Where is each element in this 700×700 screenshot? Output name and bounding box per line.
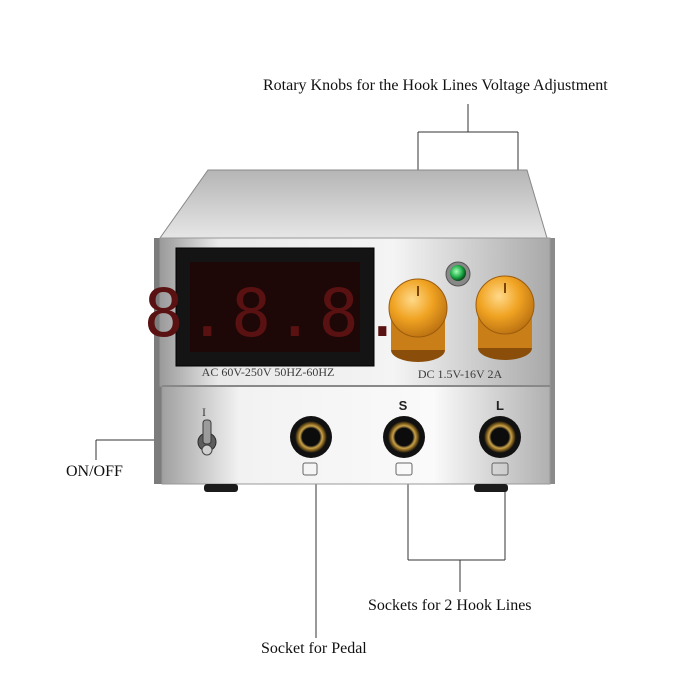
- hook-icon-l: [491, 462, 509, 476]
- callout-socket-pedal: Socket for Pedal: [261, 640, 367, 657]
- pedal-icon: [302, 462, 318, 476]
- callout-on-off: ON/OFF: [66, 463, 123, 480]
- on-off-switch[interactable]: [197, 419, 217, 456]
- jack-label-s: S: [399, 398, 408, 413]
- hook-socket-l[interactable]: [479, 416, 521, 458]
- jack-label-l: L: [496, 398, 504, 413]
- callout-sockets-hook: Sockets for 2 Hook Lines: [368, 597, 532, 614]
- power-supply-unit: 8.8.8. AC 60V-250V 50HZ-60HZ DC 1.5V-16V…: [144, 169, 555, 492]
- foot-right: [474, 484, 508, 492]
- voltage-knob-right[interactable]: [475, 275, 535, 360]
- top-panel: [159, 169, 548, 239]
- display-window: [190, 262, 360, 352]
- callout-knobs: Rotary Knobs for the Hook Lines Voltage …: [263, 77, 608, 94]
- hook-icon-s: [395, 462, 413, 476]
- switch-label: I: [202, 405, 206, 419]
- foot-left: [204, 484, 238, 492]
- led-indicator: [450, 265, 466, 281]
- ac-rating-label: AC 60V-250V 50HZ-60HZ: [202, 365, 335, 379]
- hook-socket-s[interactable]: [383, 416, 425, 458]
- display-digits: 8.8.8.: [144, 275, 406, 352]
- voltage-knob-left[interactable]: [388, 278, 448, 362]
- pedal-socket[interactable]: [290, 416, 332, 458]
- dc-rating-label: DC 1.5V-16V 2A: [418, 367, 503, 381]
